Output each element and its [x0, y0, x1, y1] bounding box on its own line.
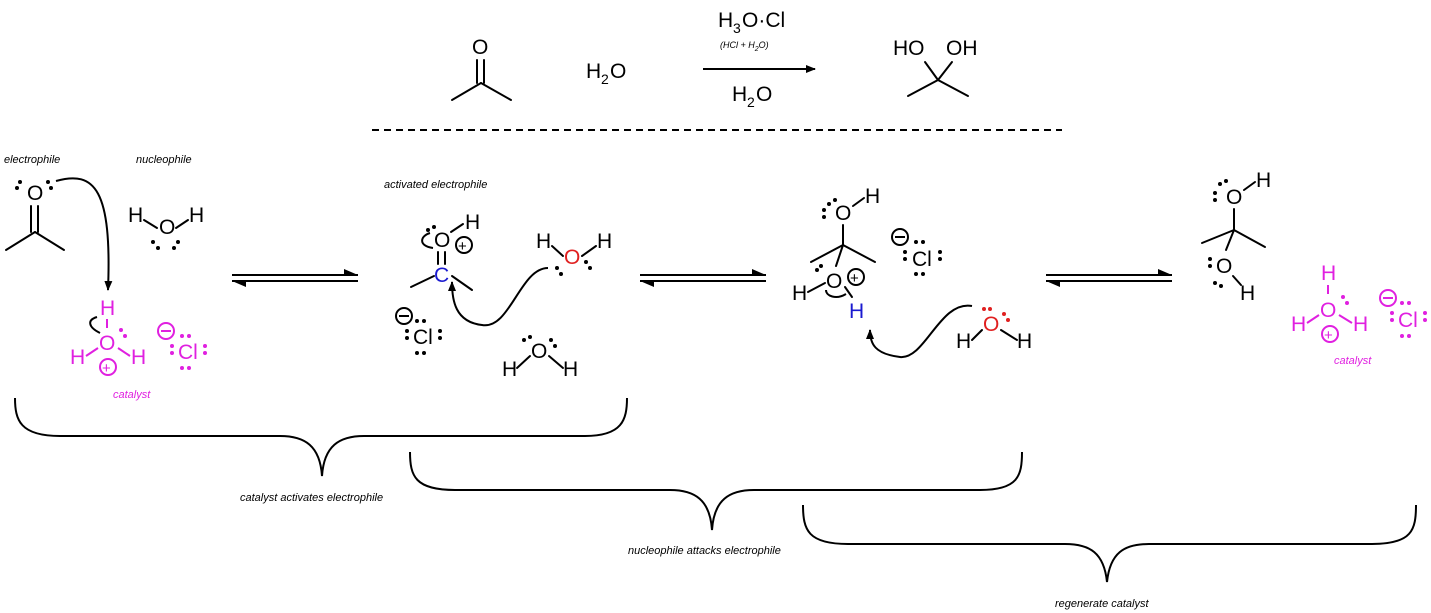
final-h-top: H — [1256, 169, 1271, 192]
reagent-rest: O·Cl — [742, 9, 785, 32]
water-spectator: O H H — [502, 335, 578, 381]
water2-o: O — [564, 246, 580, 269]
solvent-o: O — [756, 83, 772, 106]
water4-h2: H — [1017, 330, 1032, 353]
chloride-2: Cl — [395, 307, 442, 355]
brace-label-3: regenerate catalyst — [1055, 598, 1149, 610]
hydronium1-o: O — [99, 332, 115, 355]
reagent-note: (HCl + H2O) — [720, 40, 769, 53]
equilibrium-arrows-3 — [1046, 269, 1172, 287]
brace-label-1: catalyst activates electrophile — [240, 492, 383, 504]
final-o-bottom: O — [1216, 255, 1232, 278]
water3-h2: H — [563, 358, 578, 381]
nucleophile-label: nucleophile — [136, 154, 192, 166]
activated-plus: + — [458, 238, 467, 255]
intermediate-h-top: H — [865, 185, 880, 208]
product-oh: OH — [946, 37, 978, 60]
water-reactant-h: H — [586, 60, 601, 83]
curved-arrow-small-1 — [89, 316, 101, 334]
activated-h: H — [465, 211, 480, 234]
acetone-oxygen: O — [472, 36, 488, 59]
hydronium2-o: O — [1320, 299, 1336, 322]
activated-electrophile-label: activated electrophile — [384, 179, 487, 191]
hydronium1-plus-circle — [99, 358, 117, 376]
hydronium2-h-left: H — [1291, 313, 1306, 336]
hydronium1-h-top: H — [100, 297, 115, 320]
chloride1-cl: Cl — [178, 341, 198, 364]
electrophile-label: electrophile — [4, 154, 60, 166]
water3-o: O — [531, 340, 547, 363]
curved-arrow-2 — [448, 267, 549, 327]
water3-h1: H — [502, 358, 517, 381]
water-reactant: H 2 O — [586, 60, 626, 87]
brace-nucleophile-attacks — [409, 451, 1023, 531]
chloride-4: Cl — [1379, 289, 1427, 338]
hydronium1-h-left: H — [70, 346, 85, 369]
chloride3-cl: Cl — [912, 248, 932, 271]
overall-reaction: O H 2 O H 3 O·Cl (HCl + H2O) H 2 O HO OH — [451, 9, 978, 110]
activated-electrophile: O H + C — [410, 211, 480, 291]
water-reactant-sub: 2 — [601, 71, 609, 87]
water1-h2: H — [189, 204, 204, 227]
reagent: H 3 O·Cl (HCl + H2O) — [718, 9, 785, 53]
chloride-3: Cl — [891, 228, 942, 276]
water4-h1: H — [956, 330, 971, 353]
intermediate-plus: + — [850, 270, 859, 287]
acetone-electrophile: O — [5, 180, 65, 251]
water2-h2: H — [597, 230, 612, 253]
solvent-h: H — [732, 83, 747, 106]
hydronium1-plus: + — [102, 360, 111, 377]
water1-o: O — [159, 216, 175, 239]
reagent-h: H — [718, 9, 733, 32]
activated-oxygen: O — [434, 229, 450, 252]
water2-h1: H — [536, 230, 551, 253]
chloride2-cl: Cl — [413, 326, 433, 349]
acetone-structure: O — [451, 36, 512, 101]
intermediate-o-bottom: O — [826, 270, 842, 293]
hydronium2-plus: + — [1324, 327, 1333, 344]
equilibrium-arrows-1 — [232, 269, 358, 287]
final-h-bottom: H — [1240, 282, 1255, 305]
activated-carbon: C — [434, 264, 449, 287]
solvent: H 2 O — [732, 83, 772, 110]
gem-diol-final: O H O H — [1201, 169, 1271, 305]
solvent-sub: 2 — [747, 94, 755, 110]
intermediate-o-top: O — [835, 202, 851, 225]
chloride4-cl: Cl — [1398, 309, 1418, 332]
hydronium1-h-right: H — [131, 346, 146, 369]
water4-o: O — [983, 313, 999, 336]
intermediate-h-left: H — [792, 282, 807, 305]
water-reactant-o: O — [610, 60, 626, 83]
curved-arrow-1 — [55, 177, 113, 291]
equilibrium-arrows-2 — [640, 269, 766, 287]
curved-arrow-small-3 — [825, 289, 847, 298]
brace-regenerate-catalyst — [802, 504, 1417, 583]
hydronium2-h-top: H — [1321, 262, 1336, 285]
electrophile-oxygen: O — [27, 182, 43, 205]
final-o-top: O — [1226, 186, 1242, 209]
intermediate-h-blue: H — [849, 300, 864, 323]
water-nucleophile-2: H O H — [536, 230, 612, 276]
hydronium2-h-right: H — [1353, 313, 1368, 336]
hydronium-catalyst-2: H O H H + — [1291, 262, 1368, 344]
chloride-1: Cl — [157, 322, 207, 370]
oxonium-intermediate: O H O + H H — [792, 185, 880, 323]
catalyst-label-1: catalyst — [113, 389, 151, 401]
catalyst-label-2: catalyst — [1334, 355, 1372, 367]
reagent-sub: 3 — [733, 20, 741, 36]
water-base: O H H — [956, 307, 1032, 353]
curved-arrow-small-2 — [421, 232, 434, 249]
brace-catalyst-activates — [14, 397, 628, 477]
water-nucleophile-1: H O H — [128, 204, 204, 250]
brace-label-2: nucleophile attacks electrophile — [628, 545, 781, 557]
hydronium-catalyst-1: H O H H + — [70, 297, 146, 377]
product-ho: HO — [893, 37, 925, 60]
water1-h1: H — [128, 204, 143, 227]
curved-arrow-3 — [866, 304, 973, 359]
gem-diol-product: HO OH — [893, 37, 978, 97]
